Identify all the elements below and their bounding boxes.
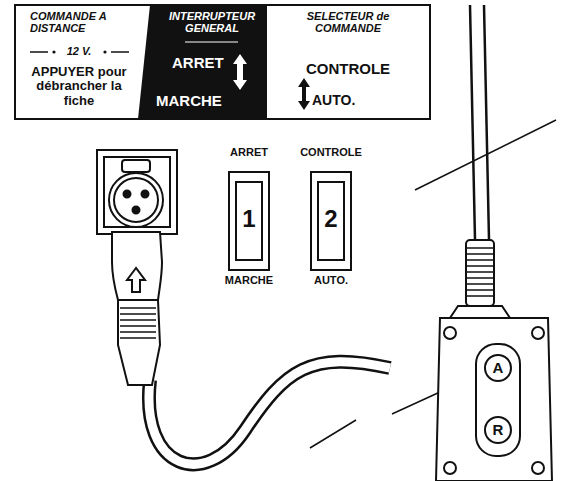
rib <box>466 259 494 261</box>
rib <box>120 313 156 315</box>
label-text: 1 <box>214 206 284 232</box>
switch-2: CONTROLE2AUTO. <box>291 146 371 288</box>
rib <box>120 331 156 333</box>
socket <box>97 150 177 234</box>
rib <box>466 271 494 273</box>
remote-control-label: COMMANDE A DISTANCE 12 V. APPUYER pour déb… <box>18 7 140 117</box>
push-button: A <box>484 354 512 382</box>
rib <box>120 325 156 327</box>
label-text: MARCHE <box>156 93 246 110</box>
rib <box>466 283 494 285</box>
main-switch-label: INTERRUPTEUR GENERAL ARRET MARCHE <box>150 7 264 117</box>
label-text: A <box>486 360 510 377</box>
label-text: CONTROLE <box>278 61 418 78</box>
label-text: 12 V. <box>38 45 120 57</box>
label-text: SELECTEUR de COMMANDE <box>278 10 418 34</box>
plug <box>112 232 162 385</box>
label-text: INTERRUPTEUR GENERAL <box>162 10 262 34</box>
label-text: APPUYER pour débrancher la fiche <box>20 65 138 108</box>
label-text: AUTO. <box>312 93 392 108</box>
rib <box>466 277 494 279</box>
label-text: COMMANDE A DISTANCE <box>30 10 130 34</box>
label-text: ARRET <box>214 146 284 158</box>
rib <box>466 247 494 249</box>
label-text: CONTROLE <box>285 146 377 158</box>
label-text: MARCHE <box>208 274 290 286</box>
label-text: AUTO. <box>291 274 371 286</box>
rib <box>120 319 156 321</box>
rib <box>466 295 494 297</box>
rib <box>120 337 156 339</box>
rib <box>466 253 494 255</box>
selector-label: SELECTEUR de COMMANDE CONTROLE AUTO. <box>268 7 428 117</box>
label-text: ARRET <box>172 55 238 72</box>
label-text: 2 <box>291 206 371 232</box>
switch-1: ARRET1MARCHE <box>214 146 284 288</box>
label-panel <box>15 5 430 119</box>
push-button: R <box>484 416 512 444</box>
pendant-control <box>415 5 556 481</box>
rib <box>466 289 494 291</box>
label-text: R <box>486 422 510 439</box>
rib <box>120 307 156 309</box>
cable <box>149 362 440 465</box>
rib <box>466 265 494 267</box>
